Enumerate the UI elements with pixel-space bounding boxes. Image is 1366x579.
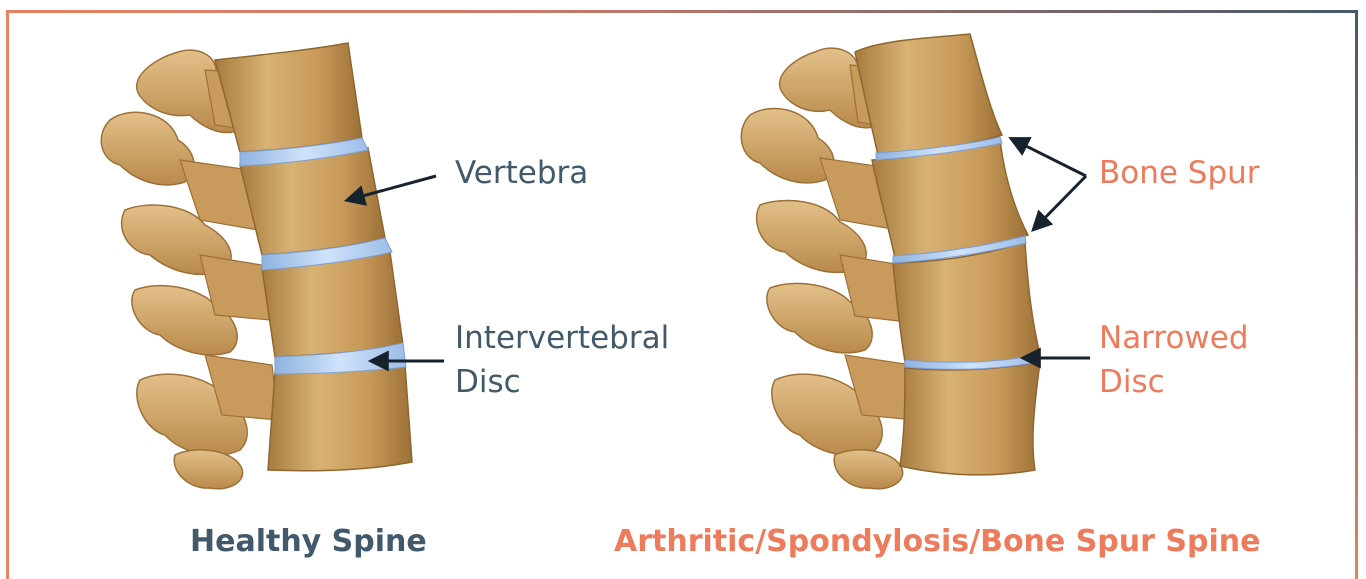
bone-spur-pointer-arrow bbox=[1012, 139, 1086, 176]
spinous-process bbox=[101, 112, 194, 185]
vertebral-body bbox=[855, 34, 1002, 155]
spinous-process bbox=[174, 450, 242, 489]
label-intervertebral: Intervertebral bbox=[455, 318, 669, 359]
caption-healthy-spine: Healthy Spine bbox=[190, 524, 427, 559]
spinous-process bbox=[741, 109, 834, 183]
vertebral-body bbox=[215, 43, 362, 152]
label-disc: Disc bbox=[455, 362, 521, 403]
healthy-spine-illustration bbox=[101, 43, 412, 489]
label-bone-spur: Bone Spur bbox=[1099, 153, 1260, 194]
spinous-process bbox=[834, 450, 902, 489]
arthritic-spine-illustration bbox=[741, 34, 1040, 489]
label-narrowed: Narrowed bbox=[1099, 318, 1249, 359]
caption-arthritic-spine: Arthritic/Spondylosis/Bone Spur Spine bbox=[614, 524, 1260, 559]
label-vertebra: Vertebra bbox=[455, 153, 588, 194]
vertebral-body bbox=[268, 365, 412, 471]
label-narrowed-disc: Disc bbox=[1099, 362, 1165, 403]
vertebral-body bbox=[900, 362, 1040, 475]
bone-spur-pointer-arrow bbox=[1034, 176, 1086, 229]
